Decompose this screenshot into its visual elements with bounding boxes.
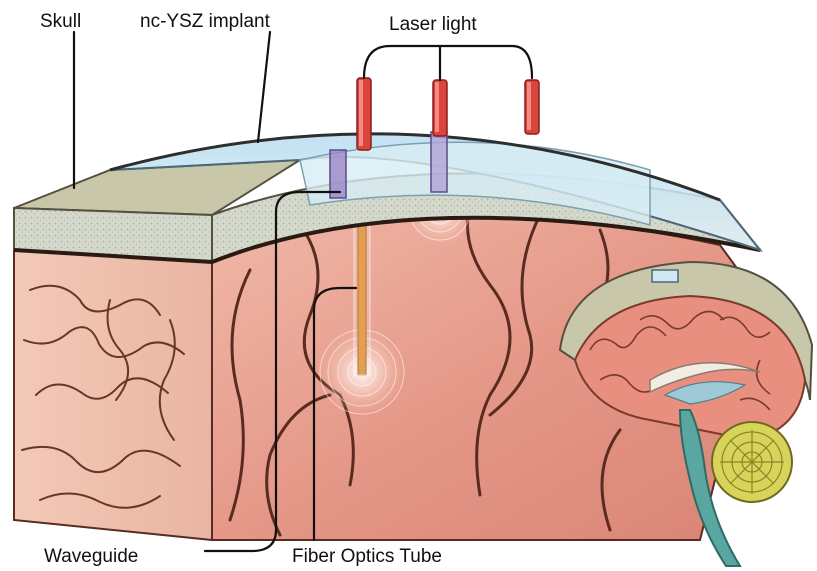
waveguide-label: Waveguide xyxy=(44,546,138,567)
laser-bracket-leader xyxy=(364,46,532,80)
laser-label: Laser light xyxy=(389,14,477,35)
laser-probe-left xyxy=(357,78,371,150)
waveguide-right xyxy=(431,132,447,192)
waveguide-left xyxy=(330,150,346,198)
skull-label: Skull xyxy=(40,11,81,32)
brain-side-face xyxy=(14,250,212,540)
inset-cerebellum xyxy=(712,422,792,502)
laser-probe-middle xyxy=(433,80,447,136)
implant-label: nc-YSZ implant xyxy=(140,11,271,32)
laser-probe-right xyxy=(525,80,539,134)
fiber-label: Fiber Optics Tube xyxy=(292,546,442,567)
inset-implant-marker xyxy=(652,270,678,282)
implant-leader xyxy=(258,32,270,142)
